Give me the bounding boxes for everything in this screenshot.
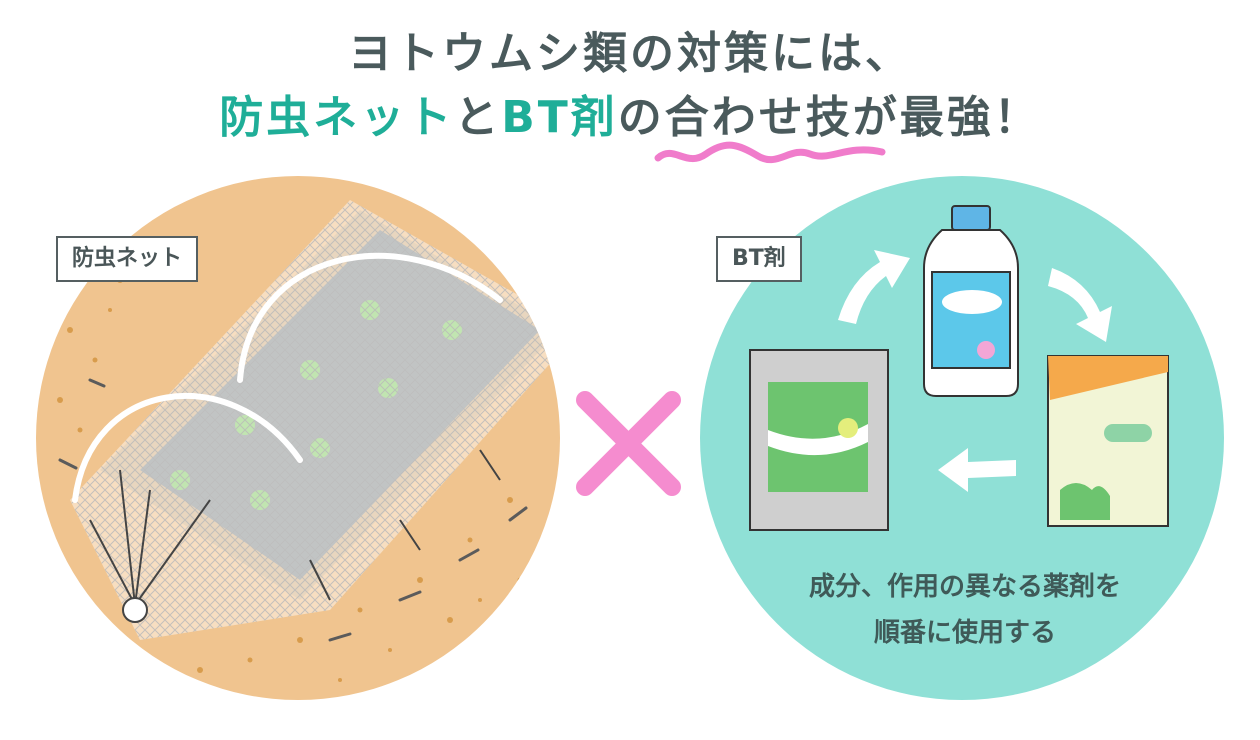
rotation-arrow-icon	[838, 250, 1112, 492]
insect-net-label: 防虫ネット	[56, 236, 199, 282]
headline: ヨトウムシ類の対策には、 防虫ネットとBT剤の合わせ技が最強！	[0, 22, 1260, 150]
multiply-cross-icon	[576, 391, 681, 496]
headline-line-2: 防虫ネットとBT剤の合わせ技が最強！	[0, 86, 1260, 150]
headline-line-1: ヨトウムシ類の対策には、	[348, 28, 912, 79]
bt-caption-line-1: 成分、作用の異なる薬剤を	[808, 572, 1121, 602]
headline-particle-to: と	[454, 92, 502, 143]
headline-ending: が最強！	[852, 92, 1041, 143]
insect-net-scene	[36, 176, 560, 700]
bt-caption-line-2: 順番に使用する	[873, 618, 1056, 648]
bt-agent-label: BT剤	[716, 236, 802, 282]
bt-box-icon	[1047, 355, 1169, 527]
headline-accent-net: 防虫ネット	[219, 92, 455, 143]
bt-caption: 成分、作用の異なる薬剤を 順番に使用する	[730, 564, 1200, 656]
pink-underline-squiggle	[654, 141, 886, 164]
headline-accent-bt: BT剤	[501, 92, 618, 143]
headline-marked-phrase: 合わせ技	[664, 92, 853, 143]
headline-particle-no: の	[617, 92, 665, 143]
bt-agent-scene	[700, 176, 1224, 700]
bt-bottle-icon	[923, 205, 1019, 397]
bt-pouch-icon	[749, 349, 889, 531]
